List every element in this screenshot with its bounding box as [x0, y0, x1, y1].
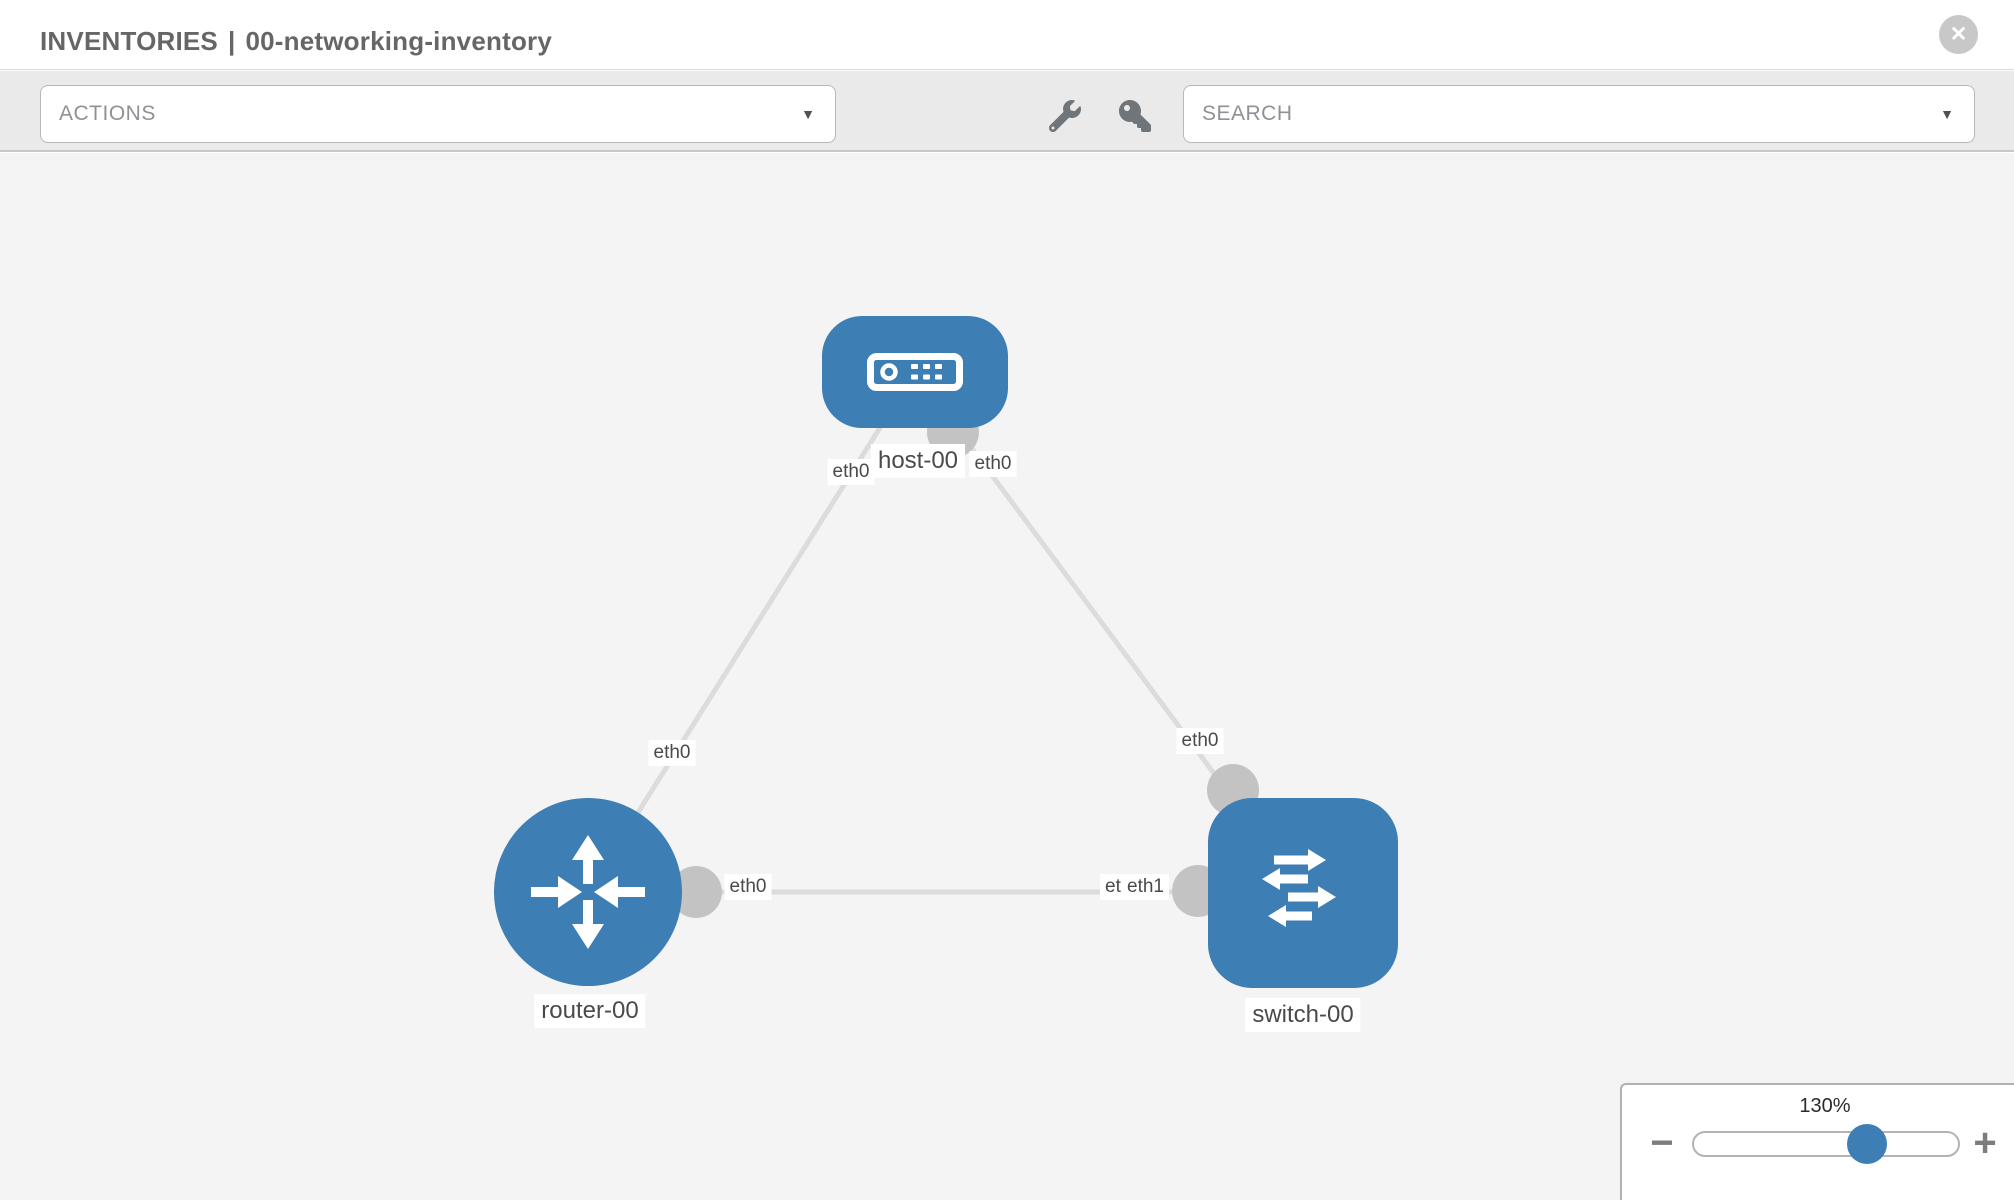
- host-icon: [867, 353, 963, 391]
- interface-label: eth1: [1122, 874, 1169, 900]
- actions-dropdown[interactable]: ACTIONS ▼: [40, 85, 836, 143]
- toolbar: ACTIONS ▼ SEARCH ▼: [0, 71, 2014, 152]
- interface-label: eth0: [648, 740, 696, 766]
- close-button[interactable]: ✕: [1939, 15, 1978, 54]
- breadcrumb-section: INVENTORIES: [40, 26, 218, 56]
- configure-tool-button[interactable]: [1047, 98, 1083, 134]
- interface-label: eth0: [969, 451, 1017, 477]
- breadcrumb-separator: |: [227, 26, 236, 56]
- node-router-00[interactable]: [494, 798, 682, 986]
- node-label-switch: switch-00: [1245, 998, 1361, 1032]
- close-icon: ✕: [1949, 23, 1968, 46]
- key-icon: [1119, 100, 1151, 132]
- zoom-slider-track[interactable]: [1692, 1124, 1960, 1164]
- search-dropdown[interactable]: SEARCH ▼: [1183, 85, 1975, 143]
- header: INVENTORIES | 00-networking-inventory ✕: [0, 0, 2014, 70]
- zoom-slider-knob[interactable]: [1847, 1124, 1887, 1164]
- port-router-eth0: [670, 866, 722, 918]
- zoom-control-panel: 130% − +: [1620, 1083, 2014, 1200]
- inventory-name: 00-networking-inventory: [245, 26, 553, 56]
- router-icon: [531, 835, 645, 949]
- zoom-out-button[interactable]: −: [1650, 1121, 1674, 1165]
- search-dropdown-label: SEARCH: [1202, 102, 1293, 125]
- links-and-ports-layer: [585, 370, 1306, 918]
- node-switch-00[interactable]: [1208, 798, 1398, 988]
- node-label-host: host-00: [870, 444, 966, 478]
- chevron-down-icon: ▼: [1940, 106, 1954, 122]
- interface-label: eth0: [827, 459, 875, 485]
- actions-dropdown-label: ACTIONS: [59, 102, 156, 125]
- switch-icon: [1262, 849, 1336, 927]
- page-title: INVENTORIES | 00-networking-inventory: [0, 12, 552, 57]
- chevron-down-icon: ▼: [801, 106, 815, 122]
- interface-label: eth0: [1176, 728, 1224, 754]
- node-host-00[interactable]: [822, 316, 1008, 428]
- node-label-router: router-00: [534, 994, 646, 1028]
- topology-canvas[interactable]: eth0 eth0 eth0 eth0 eth0 eth0 eth1 host-…: [0, 153, 2014, 1200]
- key-tool-button[interactable]: [1117, 98, 1153, 134]
- link-host-router: [585, 370, 918, 894]
- zoom-in-button[interactable]: +: [1973, 1121, 1997, 1165]
- interface-label: eth0: [724, 874, 772, 900]
- zoom-value: 130%: [1799, 1095, 1851, 1117]
- wrench-icon: [1049, 100, 1081, 132]
